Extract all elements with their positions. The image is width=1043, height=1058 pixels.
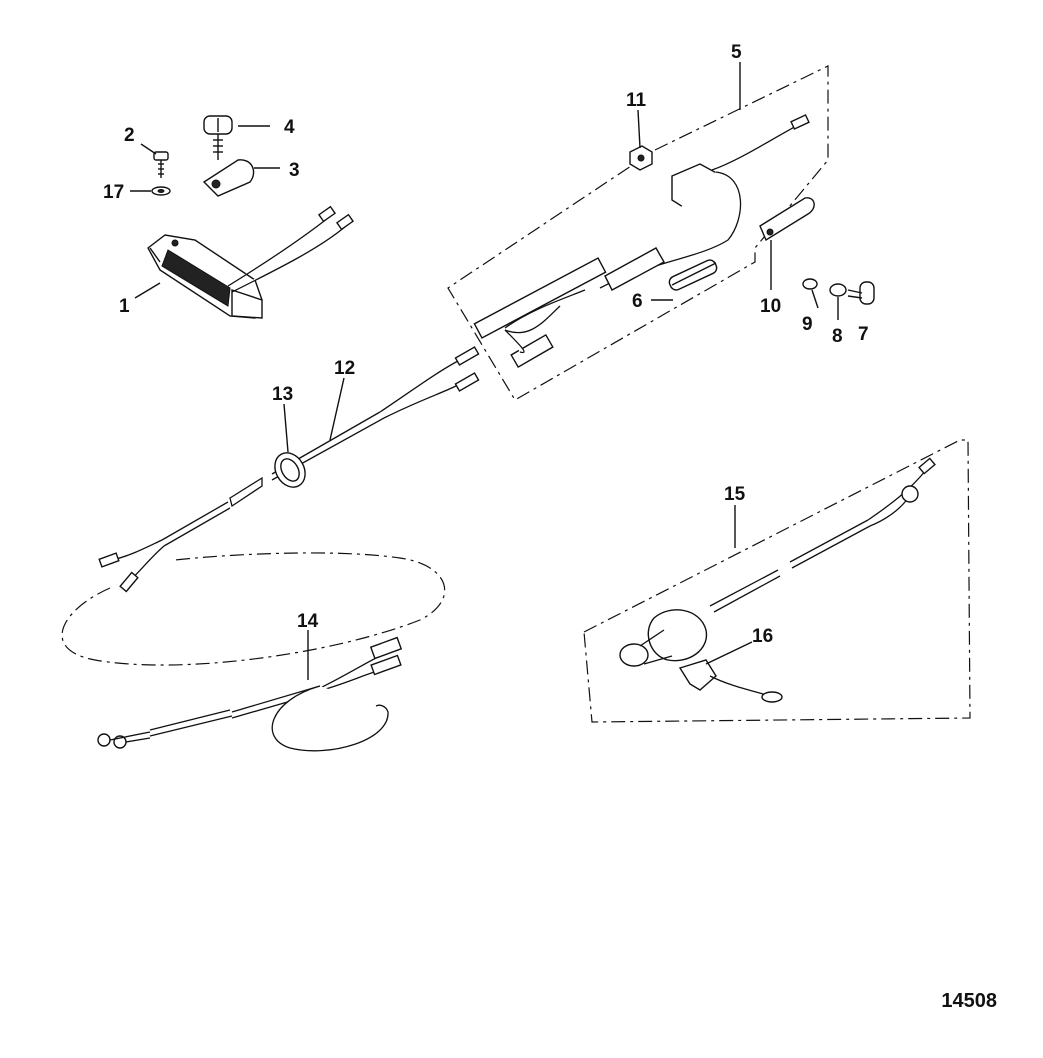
callout-14: 14 — [297, 611, 319, 632]
screw-part-4 — [203, 115, 233, 160]
callout-8: 8 — [832, 326, 843, 347]
reference-number: 14508 — [941, 990, 997, 1012]
fuse-part-6 — [668, 259, 718, 291]
callout-3: 3 — [289, 160, 300, 181]
callout-2: 2 — [124, 125, 135, 146]
grommet-part-13 — [274, 452, 306, 488]
callout-7: 7 — [858, 324, 869, 345]
callout-13: 13 — [272, 384, 293, 405]
connector-block-part-1 — [147, 205, 355, 319]
callout-12: 12 — [334, 358, 355, 379]
callout-17: 17 — [103, 182, 124, 203]
callout-4: 4 — [284, 117, 295, 138]
bolt-part-2 — [153, 151, 169, 178]
callout-15: 15 — [724, 484, 746, 505]
callout-16: 16 — [752, 626, 773, 647]
key-part-16 — [678, 659, 783, 703]
callout-10: 10 — [760, 296, 781, 317]
terminal-part-10 — [759, 197, 815, 242]
nut-part-11 — [629, 145, 653, 171]
callout-1: 1 — [119, 296, 130, 317]
keyswitch-harness-part-15 — [619, 457, 936, 667]
fuse-holder-part-5 — [473, 114, 810, 369]
lockwasher-part-9 — [802, 278, 818, 290]
callout-9: 9 — [802, 314, 813, 335]
callout-5: 5 — [731, 42, 742, 63]
group-box-5 — [447, 65, 829, 401]
clamp-part-3 — [202, 159, 255, 197]
harness-part-14 — [97, 636, 403, 752]
washer-hole — [157, 189, 165, 193]
callout-6: 6 — [632, 291, 643, 312]
callout-11: 11 — [626, 90, 647, 111]
screw-part-7 — [847, 281, 875, 305]
harness-part-12 — [98, 346, 480, 593]
harness-loop — [61, 552, 446, 666]
group-box-15 — [583, 439, 971, 723]
washer-part-8 — [829, 283, 847, 297]
